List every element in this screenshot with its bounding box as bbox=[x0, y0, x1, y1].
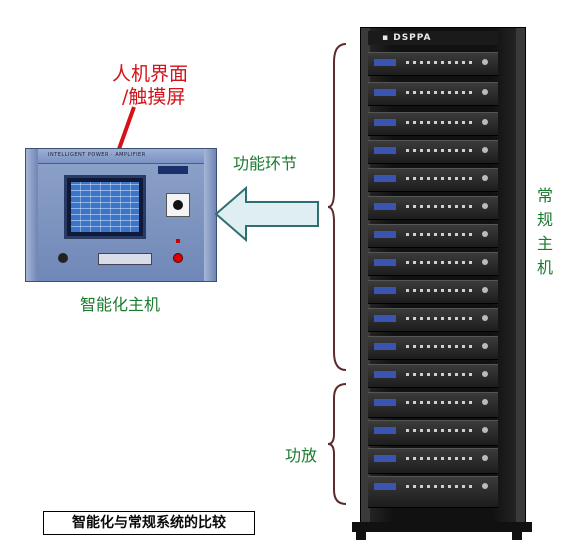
rack-unit bbox=[368, 448, 498, 474]
hmi-label: 人机界面 /触摸屏 bbox=[112, 63, 188, 109]
rack-unit bbox=[368, 364, 498, 388]
rack-unit bbox=[368, 112, 498, 136]
key-switch-icon bbox=[58, 253, 68, 263]
amplifier-brace bbox=[327, 383, 347, 505]
function-link-label: 功能环节 bbox=[233, 154, 298, 173]
disc-drive bbox=[98, 253, 152, 265]
rack-unit bbox=[368, 52, 498, 76]
caption-box: 智能化与常规系统的比较 bbox=[43, 511, 255, 535]
host-rack-ear-right bbox=[204, 149, 216, 281]
rack-unit bbox=[368, 280, 498, 304]
rack-unit bbox=[368, 336, 498, 360]
host-top-panel: INTELLIGENT POWER · AMPLIFIER bbox=[26, 149, 216, 164]
conventional-brace bbox=[327, 43, 347, 371]
rack-unit bbox=[368, 420, 498, 446]
rack-unit bbox=[368, 476, 498, 508]
conventional-host-char: 主 bbox=[536, 234, 553, 253]
host-model-text: INTELLIGENT POWER · AMPLIFIER bbox=[48, 152, 146, 158]
touch-screen bbox=[64, 175, 146, 239]
host-rack-ear-left bbox=[26, 149, 38, 281]
conventional-host-label: 常 规 主 机 bbox=[536, 184, 554, 280]
rack-unit bbox=[368, 196, 498, 220]
power-indicator bbox=[176, 239, 180, 243]
rack-unit bbox=[368, 140, 498, 164]
smart-host-label: 智能化主机 bbox=[80, 295, 161, 314]
conventional-host-char: 常 bbox=[536, 186, 553, 205]
rack-foot bbox=[356, 530, 366, 540]
hmi-label-line2: /触摸屏 bbox=[122, 86, 186, 108]
rack-logo: ▪ DSPPA bbox=[382, 33, 432, 43]
host-logo bbox=[158, 166, 188, 174]
rack-header: ▪ DSPPA bbox=[368, 31, 498, 45]
rack-unit bbox=[368, 224, 498, 248]
rack-unit bbox=[368, 252, 498, 276]
amplifier-label: 功放 bbox=[285, 446, 318, 465]
rack-unit bbox=[368, 82, 498, 106]
rack-unit bbox=[368, 168, 498, 192]
hmi-label-line1: 人机界面 bbox=[112, 63, 189, 85]
rack-base bbox=[352, 522, 532, 532]
speaker-icon bbox=[166, 193, 190, 217]
rack-unit bbox=[368, 392, 498, 418]
left-arrow-icon bbox=[214, 186, 319, 242]
rack-unit bbox=[368, 308, 498, 332]
conventional-host-char: 规 bbox=[536, 210, 553, 229]
power-button-icon bbox=[173, 253, 183, 263]
rack-foot bbox=[512, 530, 522, 540]
smart-host-device: INTELLIGENT POWER · AMPLIFIER bbox=[25, 148, 217, 282]
conventional-host-char: 机 bbox=[536, 258, 553, 277]
